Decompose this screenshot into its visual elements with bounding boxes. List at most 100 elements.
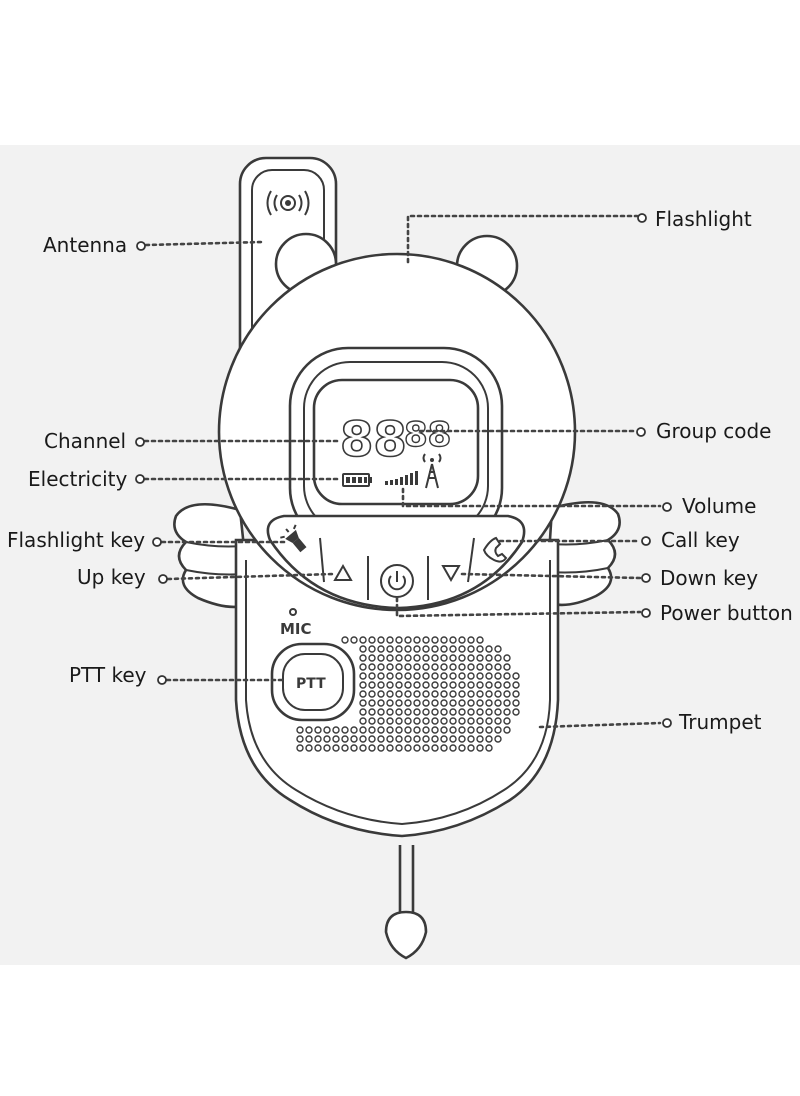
grille-hole — [503, 708, 511, 716]
grille-hole — [440, 744, 448, 752]
grille-hole — [395, 645, 403, 653]
phone-icon — [482, 536, 508, 563]
grille-hole — [296, 744, 304, 752]
button-panel — [266, 514, 526, 610]
ptt-key[interactable]: PTT — [270, 642, 356, 722]
grille-hole — [323, 735, 331, 743]
grille-hole — [467, 735, 475, 743]
grille-hole — [458, 663, 466, 671]
grille-hole — [395, 654, 403, 662]
down-key[interactable] — [441, 565, 461, 583]
grille-hole — [368, 708, 376, 716]
grille-hole — [314, 744, 322, 752]
right-wing — [544, 500, 621, 607]
grille-hole — [440, 645, 448, 653]
grille-hole — [368, 654, 376, 662]
grille-hole — [341, 744, 349, 752]
grille-hole — [485, 672, 493, 680]
grille-hole — [431, 717, 439, 725]
grille-hole — [458, 672, 466, 680]
grille-hole — [413, 672, 421, 680]
grille-hole — [449, 735, 457, 743]
grille-hole — [395, 681, 403, 689]
grille-hole — [449, 699, 457, 707]
grille-hole — [440, 735, 448, 743]
grille-hole — [422, 735, 430, 743]
flashlight-key[interactable] — [278, 523, 311, 557]
grille-hole — [404, 735, 412, 743]
grille-hole — [494, 726, 502, 734]
svg-text:Call key: Call key — [661, 528, 740, 552]
grille-hole — [476, 699, 484, 707]
grille-hole — [350, 735, 358, 743]
grille-hole — [440, 636, 448, 644]
grille-hole — [467, 717, 475, 725]
grille-hole — [413, 690, 421, 698]
grille-hole — [422, 636, 430, 644]
grille-hole — [494, 663, 502, 671]
grille-hole — [359, 645, 367, 653]
grille-hole — [449, 645, 457, 653]
callout-group-code: Group code — [418, 419, 771, 443]
grille-hole — [377, 636, 385, 644]
callout-call-key: Call key — [498, 528, 740, 552]
grille-hole — [431, 654, 439, 662]
call-key[interactable] — [482, 536, 508, 563]
grille-hole — [458, 636, 466, 644]
grille-hole — [359, 672, 367, 680]
grille-hole — [386, 699, 394, 707]
grille-hole — [431, 636, 439, 644]
grille-hole — [449, 672, 457, 680]
svg-text:PTT key: PTT key — [69, 663, 147, 687]
grille-hole — [458, 708, 466, 716]
up-key[interactable] — [333, 563, 353, 581]
grille-hole — [494, 699, 502, 707]
grille-hole — [440, 699, 448, 707]
grille-hole — [395, 690, 403, 698]
grille-hole — [431, 726, 439, 734]
grille-hole — [386, 735, 394, 743]
grille-hole — [413, 717, 421, 725]
grille-hole — [467, 690, 475, 698]
grille-hole — [494, 735, 502, 743]
svg-text:Electricity: Electricity — [28, 467, 128, 491]
grille-hole — [512, 681, 520, 689]
grille-hole — [368, 636, 376, 644]
grille-hole — [413, 636, 421, 644]
grille-hole — [404, 726, 412, 734]
grille-hole — [494, 672, 502, 680]
grille-hole — [404, 708, 412, 716]
callout-flashlight: Flashlight — [406, 207, 752, 264]
grille-hole — [359, 681, 367, 689]
grille-hole — [494, 681, 502, 689]
grille-hole — [485, 645, 493, 653]
grille-hole — [449, 744, 457, 752]
grille-hole — [368, 735, 376, 743]
grille-hole — [422, 681, 430, 689]
grille-hole — [440, 717, 448, 725]
grille-hole — [359, 744, 367, 752]
grille-hole — [368, 672, 376, 680]
group-code-digits: 88 — [404, 415, 451, 455]
grille-hole — [467, 645, 475, 653]
grille-hole — [413, 735, 421, 743]
grille-hole — [485, 735, 493, 743]
grille-hole — [467, 708, 475, 716]
grille-hole — [368, 744, 376, 752]
grille-hole — [368, 717, 376, 725]
grille-hole — [467, 699, 475, 707]
grille-hole — [512, 708, 520, 716]
grille-hole — [485, 690, 493, 698]
grille-hole — [395, 726, 403, 734]
grille-hole — [458, 726, 466, 734]
callout-flashlight-key: Flashlight key — [7, 528, 290, 552]
grille-hole — [431, 672, 439, 680]
grille-hole — [368, 690, 376, 698]
grille-hole — [449, 681, 457, 689]
grille-hole — [359, 708, 367, 716]
grille-hole — [404, 654, 412, 662]
svg-text:Channel: Channel — [44, 429, 126, 453]
grille-hole — [377, 681, 385, 689]
signal-waves-icon — [266, 190, 310, 216]
svg-text:Antenna: Antenna — [43, 233, 127, 257]
